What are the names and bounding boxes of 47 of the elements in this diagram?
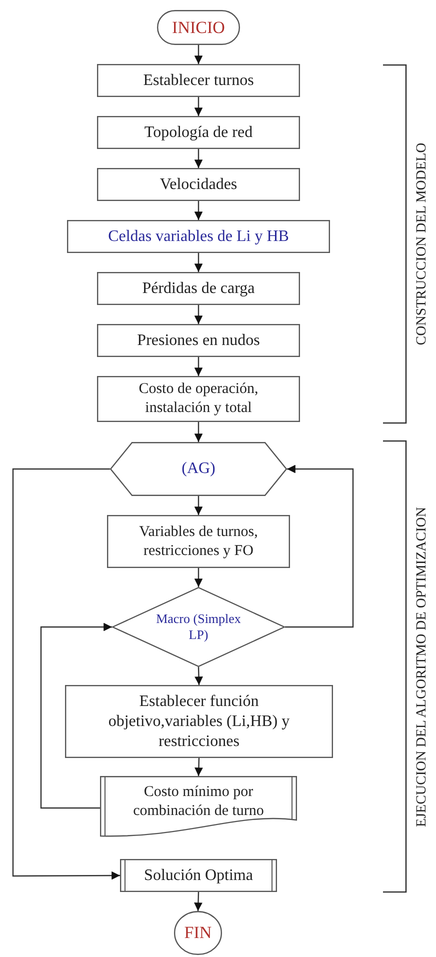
end-terminal — [174, 911, 222, 955]
start-terminal — [157, 10, 240, 45]
arrow — [12, 468, 120, 880]
arrow — [194, 305, 203, 324]
preparation-hexagon — [110, 442, 287, 496]
arrow — [194, 201, 203, 220]
arrow — [194, 357, 203, 376]
arrow — [194, 45, 203, 64]
decision-diamond — [112, 587, 285, 667]
process-box — [97, 272, 300, 305]
process-box — [97, 324, 300, 357]
arrow — [194, 892, 202, 912]
step-label: (AG) — [182, 459, 216, 479]
step-label: INICIO — [172, 16, 225, 39]
process-box — [97, 116, 300, 149]
section-label: CONSTRUCCION DEL MODELO — [414, 142, 430, 346]
step-label: Establecer función objetivo,variables (Li,HB) y restricciones — [107, 692, 291, 752]
process-box — [97, 376, 300, 422]
arrow — [194, 149, 203, 168]
predefined-process-box — [120, 859, 277, 892]
arrow — [194, 97, 203, 116]
arrow — [40, 622, 112, 809]
arrow — [194, 253, 203, 272]
step-label: Velocidades — [160, 174, 238, 194]
process-box — [97, 168, 300, 201]
step-label: Macro (Simplex LP) — [155, 610, 242, 644]
arrow — [194, 496, 203, 515]
process-box — [97, 64, 300, 97]
step-label: Variables de turnos, restricciones y FO — [138, 522, 259, 560]
step-label: Celdas variables de Li y HB — [108, 226, 289, 246]
step-label: FIN — [184, 922, 212, 944]
section-label: EJECUCION DEL ALGORITMO DE OPTIMIZACION — [414, 506, 430, 826]
step-label: Pérdidas de carga — [142, 278, 255, 298]
process-box — [107, 515, 290, 568]
step-label: Costo mínimo por combinación de turno — [132, 783, 265, 821]
arrow — [194, 758, 203, 776]
process-box — [65, 685, 333, 758]
step-label: Solución Optima — [144, 866, 253, 886]
step-label: Establecer turnos — [143, 70, 254, 90]
arrow — [194, 568, 203, 587]
step-label: Topología de red — [144, 122, 253, 142]
arrow — [194, 422, 203, 442]
step-label: Presiones en nudos — [137, 330, 260, 350]
process-box — [67, 220, 330, 253]
step-label: Costo de operación, instalación y total — [138, 380, 260, 418]
arrow — [194, 666, 203, 686]
arrow — [285, 464, 354, 628]
